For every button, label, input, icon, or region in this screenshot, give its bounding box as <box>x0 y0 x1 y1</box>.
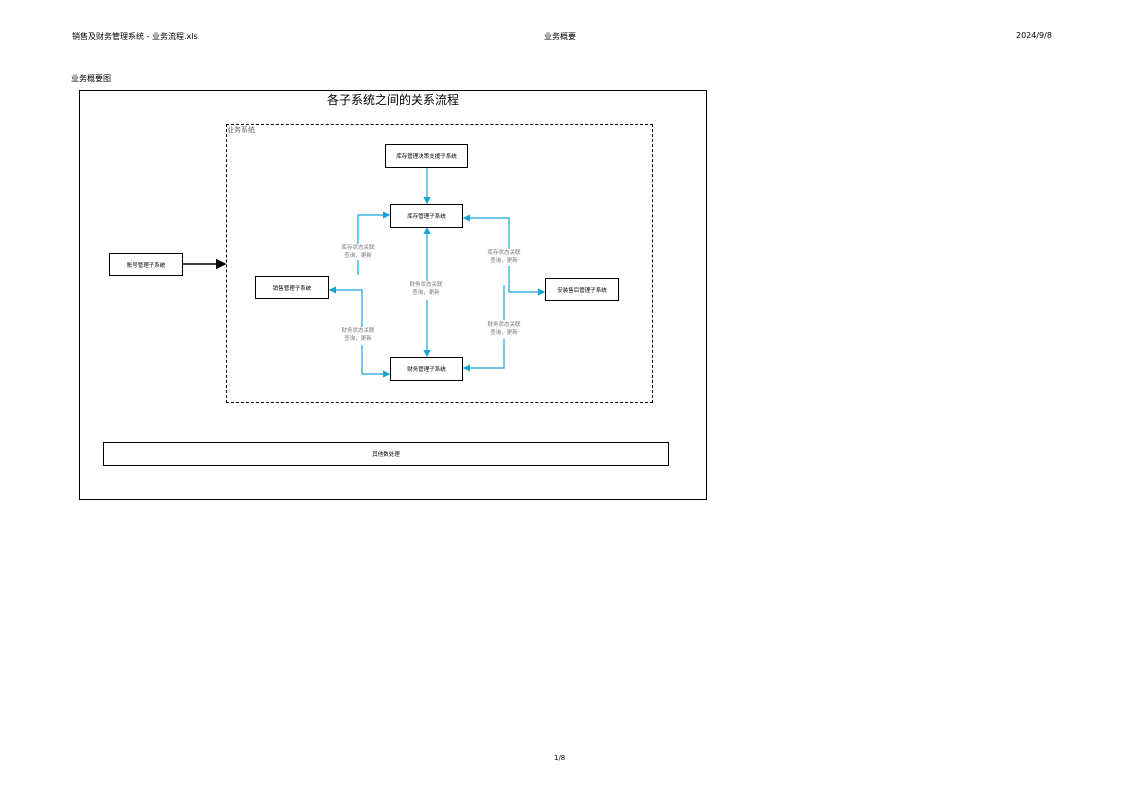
header-sheet-name: 业务概要 <box>544 32 576 41</box>
connector-sales-inventory-top <box>357 211 391 244</box>
connector-install-inventory <box>462 214 510 249</box>
node-other-processing: 其他数处理 <box>103 442 669 466</box>
edge-label-line: 查询，更新 <box>490 258 518 264</box>
page-number: 1/8 <box>554 754 566 762</box>
header-date: 2024/9/8 <box>1016 31 1052 40</box>
edge-label-line: 财务状态关联 <box>409 282 443 288</box>
connector-sales-finance <box>361 345 391 378</box>
edge-label-line: 查询，更新 <box>344 336 372 342</box>
node-account: 账号管理子系统 <box>109 253 183 276</box>
connector-install-inventory-bottom <box>508 266 546 296</box>
business-system-group <box>226 124 653 403</box>
node-inventory: 库存管理子系统 <box>390 204 463 228</box>
edge-label-line: 库存状态关联 <box>487 250 521 256</box>
edge-label-sales-finance: 财务状态关联 查询，更新 <box>328 327 388 343</box>
node-install: 安装售后管理子系统 <box>545 278 619 301</box>
connector-finance-sales <box>328 286 363 327</box>
group-label: 业务系统 <box>227 126 255 134</box>
edge-label-sales-inventory: 库存状态关联 查询，更新 <box>328 244 388 260</box>
edge-label-center: 财务状态关联 查询，更新 <box>396 281 456 297</box>
diagram-title: 各子系统之间的关系流程 <box>326 93 459 107</box>
edge-label-install-inventory: 库存状态关联 查询，更新 <box>474 249 534 265</box>
edge-label-line: 库存状态关联 <box>341 245 375 251</box>
diagram-frame <box>79 90 707 500</box>
node-sales: 销售管理子系统 <box>255 276 329 299</box>
header-file-name: 销售及财务管理系统 - 业务流程.xls <box>72 32 198 41</box>
edge-label-line: 财务状态关联 <box>341 328 375 334</box>
edge-label-line: 查询，更新 <box>412 290 440 296</box>
page-label: 业务概要图 <box>71 74 111 83</box>
node-inventory-decision: 库存管理决策支援子系统 <box>385 144 468 168</box>
edge-label-line: 查询，更新 <box>490 330 518 336</box>
node-finance: 财务管理子系统 <box>390 357 463 381</box>
connector-install-finance-bottom <box>462 339 505 372</box>
edge-label-install-finance: 财务状态关联 查询，更新 <box>474 321 534 337</box>
edge-label-line: 查询，更新 <box>344 253 372 259</box>
edge-label-line: 财务状态关联 <box>487 322 521 328</box>
